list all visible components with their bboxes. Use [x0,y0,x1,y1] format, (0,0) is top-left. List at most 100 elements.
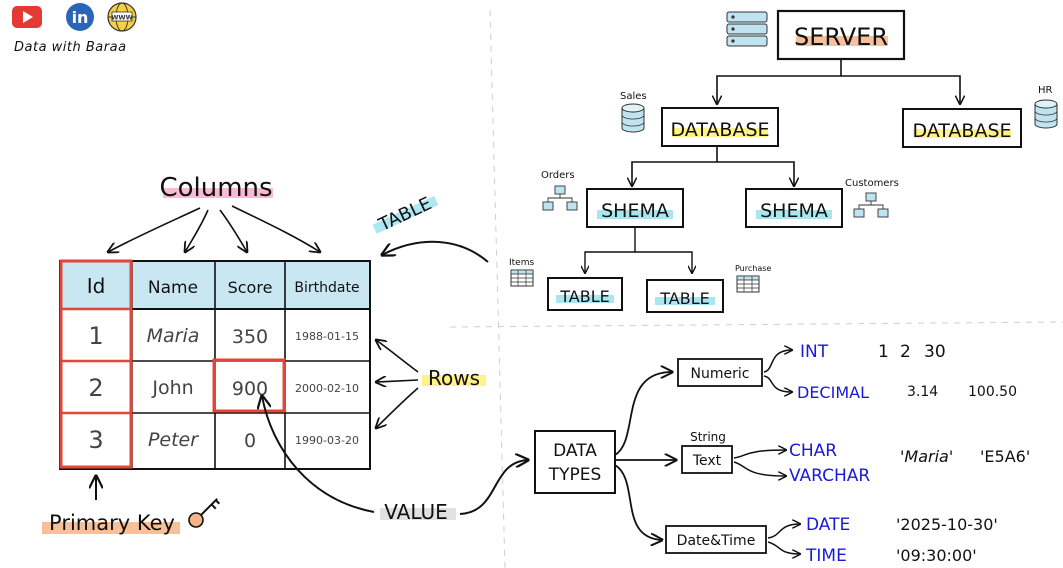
schema-box [586,188,684,228]
server-label: SERVER [794,23,888,51]
sample-table: Id Name Score Birthdate 1 Maria 350 1988… [59,259,371,470]
table-header-score: Score [228,278,273,297]
group-note-string: String [690,430,726,444]
schema-diagram-icon [542,185,578,211]
arrow-to-int [763,350,792,373]
table-cell-birthdate: 1990-03-20 [295,434,359,447]
horizontal-divider [449,321,1063,328]
linkedin-icon[interactable]: in [66,3,94,31]
arrow-to-time [767,541,800,554]
value-label: VALUE [384,500,448,524]
type-example-date: '2025-10-30' [896,515,998,534]
arrow-value-to-datatypes [459,460,528,515]
schema-diagram-icon [853,192,889,218]
primary-key-highlight [42,522,180,534]
table-grid-icon [736,275,760,293]
database-tag-sales: Sales [620,91,647,102]
type-example-decimal-2: 100.50 [968,384,1017,400]
columns-label: Columns [159,173,272,203]
table-cell-id: 1 [88,322,103,350]
columns-highlight [163,188,273,198]
primary-key-column-highlight [59,259,133,469]
data-types-box [534,430,616,494]
arrow-to-datetime [614,464,662,540]
table-cell-name: Maria [147,325,200,347]
type-example-decimal-1: 3.14 [907,384,938,400]
type-name-time: TIME [805,546,847,566]
table-label: TABLE [375,193,435,236]
connector-server-db2 [841,75,960,104]
arrow-to-decimal [763,375,792,392]
type-name-date: DATE [806,515,850,535]
arrow-to-char [733,450,786,459]
group-box-datetime [665,525,767,554]
primary-key-label: Primary Key [49,511,175,535]
arrow-to-numeric [614,372,672,456]
table-box-label: TABLE [559,287,609,306]
database-label: DATABASE [912,120,1011,142]
table-cell-id: 3 [88,426,103,454]
connector-db-schema1 [632,146,718,186]
table-cell-name: John [151,377,193,399]
arrow-columns-birthdate [231,205,320,252]
type-name-char: CHAR [789,441,837,461]
type-example-char-1: 'Maria' [900,447,953,466]
arrow-to-varchar [733,461,786,476]
table-label-group: TABLE [372,193,439,236]
data-types-line2: TYPES [548,465,602,485]
group-label-text: Text [692,453,722,469]
database-box [902,108,1022,148]
rows-highlight [422,375,486,386]
arrow-to-date [767,524,800,539]
table-cell-birthdate: 2000-02-10 [295,382,359,395]
value-cell-highlight [212,358,286,413]
group-label-datetime: Date&Time [677,533,756,549]
rows-label: Rows [428,366,480,390]
database-cylinder-icon [621,103,645,133]
group-label-numeric: Numeric [691,366,750,382]
brand-logo: in WWW Data with Baraa [12,2,137,55]
youtube-icon[interactable] [12,6,42,28]
type-example-time: '09:30:00' [896,546,977,565]
type-example-int-3: 30 [924,342,946,362]
connector-server-db1 [717,59,842,104]
table-cell-name: Peter [148,429,199,451]
value-highlight [380,508,456,520]
arrow-columns-id [108,207,201,252]
table-cell-birthdate: 1988-01-15 [295,330,359,343]
type-example-int-2: 2 [900,342,911,362]
table-cell-id: 2 [88,374,103,402]
table-box [646,279,724,313]
key-icon [188,498,221,528]
connector-db-schema2 [717,161,794,186]
table-grid-icon [510,269,534,287]
type-name-decimal: DECIMAL [797,383,869,402]
group-box-numeric [677,358,763,387]
table-header-name: Name [148,278,198,298]
database-box [661,107,779,147]
brand-name: Data with Baraa [14,40,127,55]
table-tag-items: Items [509,258,534,268]
table-tag-purchase: Purchase [735,264,771,273]
schema-box [745,188,843,228]
connector-schema-table1 [585,227,636,273]
database-tag-hr: HR [1038,85,1053,96]
schema-tag-customers: Customers [845,178,899,189]
arrow-columns-score [219,209,247,252]
server-icon [726,11,768,47]
table-box [547,277,623,311]
group-box-text [681,445,733,474]
website-icon[interactable]: WWW [107,2,137,32]
table-header-birthdate: Birthdate [294,280,359,296]
arrow-columns-name [185,209,209,252]
website-label: WWW [111,14,133,22]
vertical-divider [489,9,506,568]
table-box-label: TABLE [659,289,709,308]
table-header-id: Id [87,274,106,298]
schema-label: SHEMA [760,200,828,222]
data-types-line1: DATA [553,441,597,461]
type-example-char-2: 'E5A6' [980,447,1030,466]
database-cylinder-icon [1034,99,1058,129]
arrow-value-to-cell [262,396,375,513]
